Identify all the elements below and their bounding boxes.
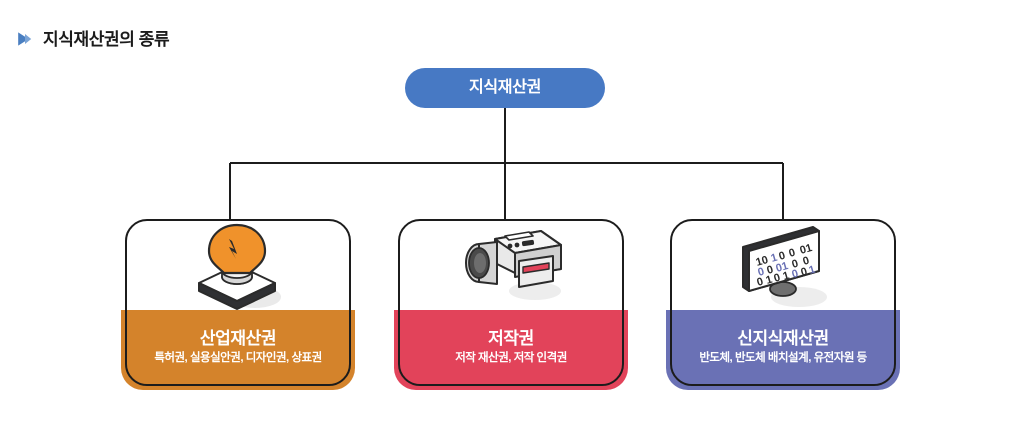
card-color-band (666, 310, 900, 390)
camcorder-icon (465, 230, 562, 300)
blue-triangle-bullet-icon (18, 32, 32, 46)
svg-text:1: 1 (765, 274, 774, 287)
category-card-industrial-property[interactable]: 산업재산권 특허권, 실용실안권, 디자인권, 상표권 (121, 219, 355, 390)
card-title: 저작권 (488, 329, 534, 349)
svg-text:0: 0 (756, 276, 765, 289)
svg-text:0: 0 (788, 247, 797, 260)
svg-text:0: 0 (800, 266, 809, 279)
card-text-area: 신지식재산권 반도체, 반도체 배치설계, 유전자원 등 (670, 315, 896, 386)
category-card-copyright[interactable]: 저작권 저작 재산권, 저작 인격권 (394, 219, 628, 390)
lightbulb-on-platform-icon (198, 223, 281, 310)
card-content: 10 1 0 0 01 0 0 01 0 0 0 1 0 1 0 0 1 (670, 219, 896, 386)
svg-text:0: 0 (802, 255, 811, 268)
svg-text:0: 0 (778, 250, 787, 263)
root-node-label: 지식재산권 (468, 79, 542, 96)
card-content: 저작권 저작 재산권, 저작 인격권 (398, 219, 624, 386)
card-icon-area (398, 219, 624, 315)
root-node-intellectual-property[interactable]: 지식재산권 (405, 68, 605, 108)
card-title: 산업재산권 (199, 329, 277, 349)
card-subtitle: 저작 재산권, 저작 인격권 (455, 352, 567, 365)
card-text-area: 산업재산권 특허권, 실용실안권, 디자인권, 상표권 (125, 315, 351, 386)
svg-text:0: 0 (791, 258, 800, 271)
svg-text:01: 01 (775, 260, 790, 275)
svg-text:1: 1 (770, 252, 779, 265)
category-card-new-intellectual-property[interactable]: 10 1 0 0 01 0 0 01 0 0 0 1 0 1 0 0 1 (666, 219, 900, 390)
card-subtitle: 특허권, 실용실안권, 디자인권, 상표권 (154, 352, 322, 365)
page-title-label: 지식재산권의 종류 (43, 29, 170, 49)
svg-text:1: 1 (808, 264, 817, 277)
card-text-area: 저작권 저작 재산권, 저작 인격권 (398, 315, 624, 386)
card-subtitle: 반도체, 반도체 배치설계, 유전자원 등 (699, 352, 867, 365)
svg-text:10: 10 (755, 254, 770, 269)
svg-text:0: 0 (773, 272, 782, 285)
card-color-band (121, 310, 355, 390)
card-icon-area (125, 219, 351, 315)
page-title: 지식재산권의 종류 (16, 27, 170, 51)
card-title: 신지식재산권 (737, 329, 829, 349)
svg-text:01: 01 (799, 242, 814, 257)
monitor-binary-code-icon: 10 1 0 0 01 0 0 01 0 0 0 1 0 1 0 0 1 (742, 226, 827, 307)
svg-text:0: 0 (757, 266, 766, 279)
svg-text:0: 0 (766, 264, 775, 277)
card-icon-area: 10 1 0 0 01 0 0 01 0 0 0 1 0 1 0 0 1 (670, 219, 896, 315)
card-content: 산업재산권 특허권, 실용실안권, 디자인권, 상표권 (125, 219, 351, 386)
svg-text:1: 1 (782, 270, 791, 283)
card-color-band (394, 310, 628, 390)
svg-text:0: 0 (791, 268, 800, 281)
